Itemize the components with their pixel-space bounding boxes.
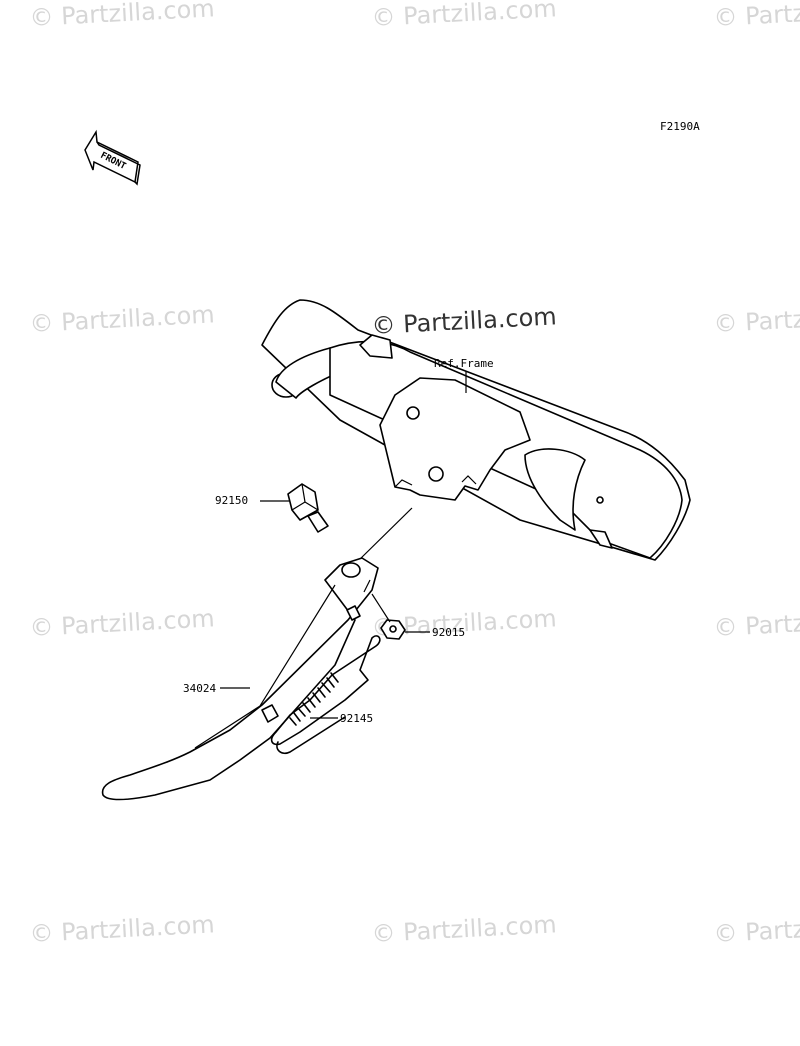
front-arrow-icon: FRONT	[84, 129, 141, 186]
watermark: © Partzilla.com	[29, 910, 215, 948]
nut-leader	[371, 593, 391, 623]
watermark: © Partzilla.com	[713, 0, 800, 32]
watermark: © Partzilla.com	[371, 910, 557, 948]
part-number-label: 92150	[215, 494, 248, 507]
watermark-main: © Partzilla.com	[371, 302, 557, 340]
frame-reference	[261, 299, 691, 561]
watermark: © Partzilla.com	[29, 300, 215, 338]
watermark: © Partzilla.com	[713, 604, 800, 642]
reference-label: Ref.Frame	[434, 357, 494, 370]
watermark: © Partzilla.com	[713, 910, 800, 948]
mounting-line	[356, 507, 413, 563]
watermark: © Partzilla.com	[713, 300, 800, 338]
watermark: © Partzilla.com	[371, 0, 557, 32]
part-number-label: 92015	[432, 626, 465, 639]
watermark-layer: © Partzilla.com © Partzilla.com © Partzi…	[29, 0, 800, 948]
nut	[380, 619, 406, 640]
watermark: © Partzilla.com	[29, 604, 215, 642]
side-stand	[101, 557, 379, 801]
spring	[270, 635, 381, 755]
figure-code: F2190A	[660, 120, 700, 133]
part-number-label: 92145	[340, 712, 373, 725]
part-number-label: 34024	[183, 682, 216, 695]
watermark: © Partzilla.com	[29, 0, 215, 32]
bolt	[287, 483, 329, 533]
